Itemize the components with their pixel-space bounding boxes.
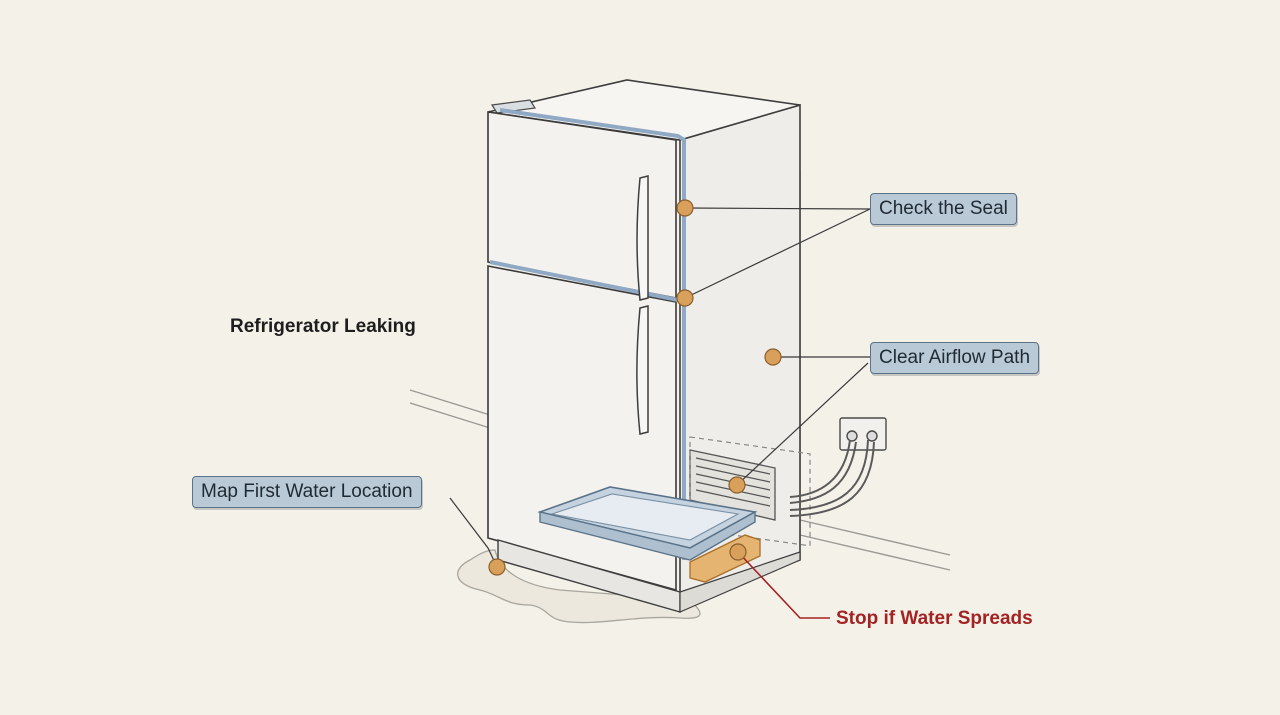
- water-location-marker: [488, 558, 506, 576]
- drain-pan: [537, 486, 758, 561]
- leader-lines: [449, 207, 871, 568]
- airflow-marker-coils: [728, 476, 746, 494]
- warning-leader: [737, 551, 830, 619]
- water-valve: [839, 417, 887, 451]
- seal-marker-top: [676, 199, 694, 217]
- diagram-title: Refrigerator Leaking: [230, 316, 416, 337]
- clear-airflow-callout: Clear Airflow Path: [870, 342, 1040, 374]
- door-handles: [636, 175, 649, 435]
- stop-water-warning: Stop if Water Spreads: [836, 608, 1033, 629]
- map-water-location-callout: Map First Water Location: [192, 476, 422, 508]
- water-lines: [789, 439, 875, 517]
- markers: [488, 199, 782, 576]
- seal-marker-middle: [676, 289, 694, 307]
- drip-pan-marker: [729, 543, 747, 561]
- check-seal-callout: Check the Seal: [870, 193, 1017, 225]
- airflow-marker-side: [764, 348, 782, 366]
